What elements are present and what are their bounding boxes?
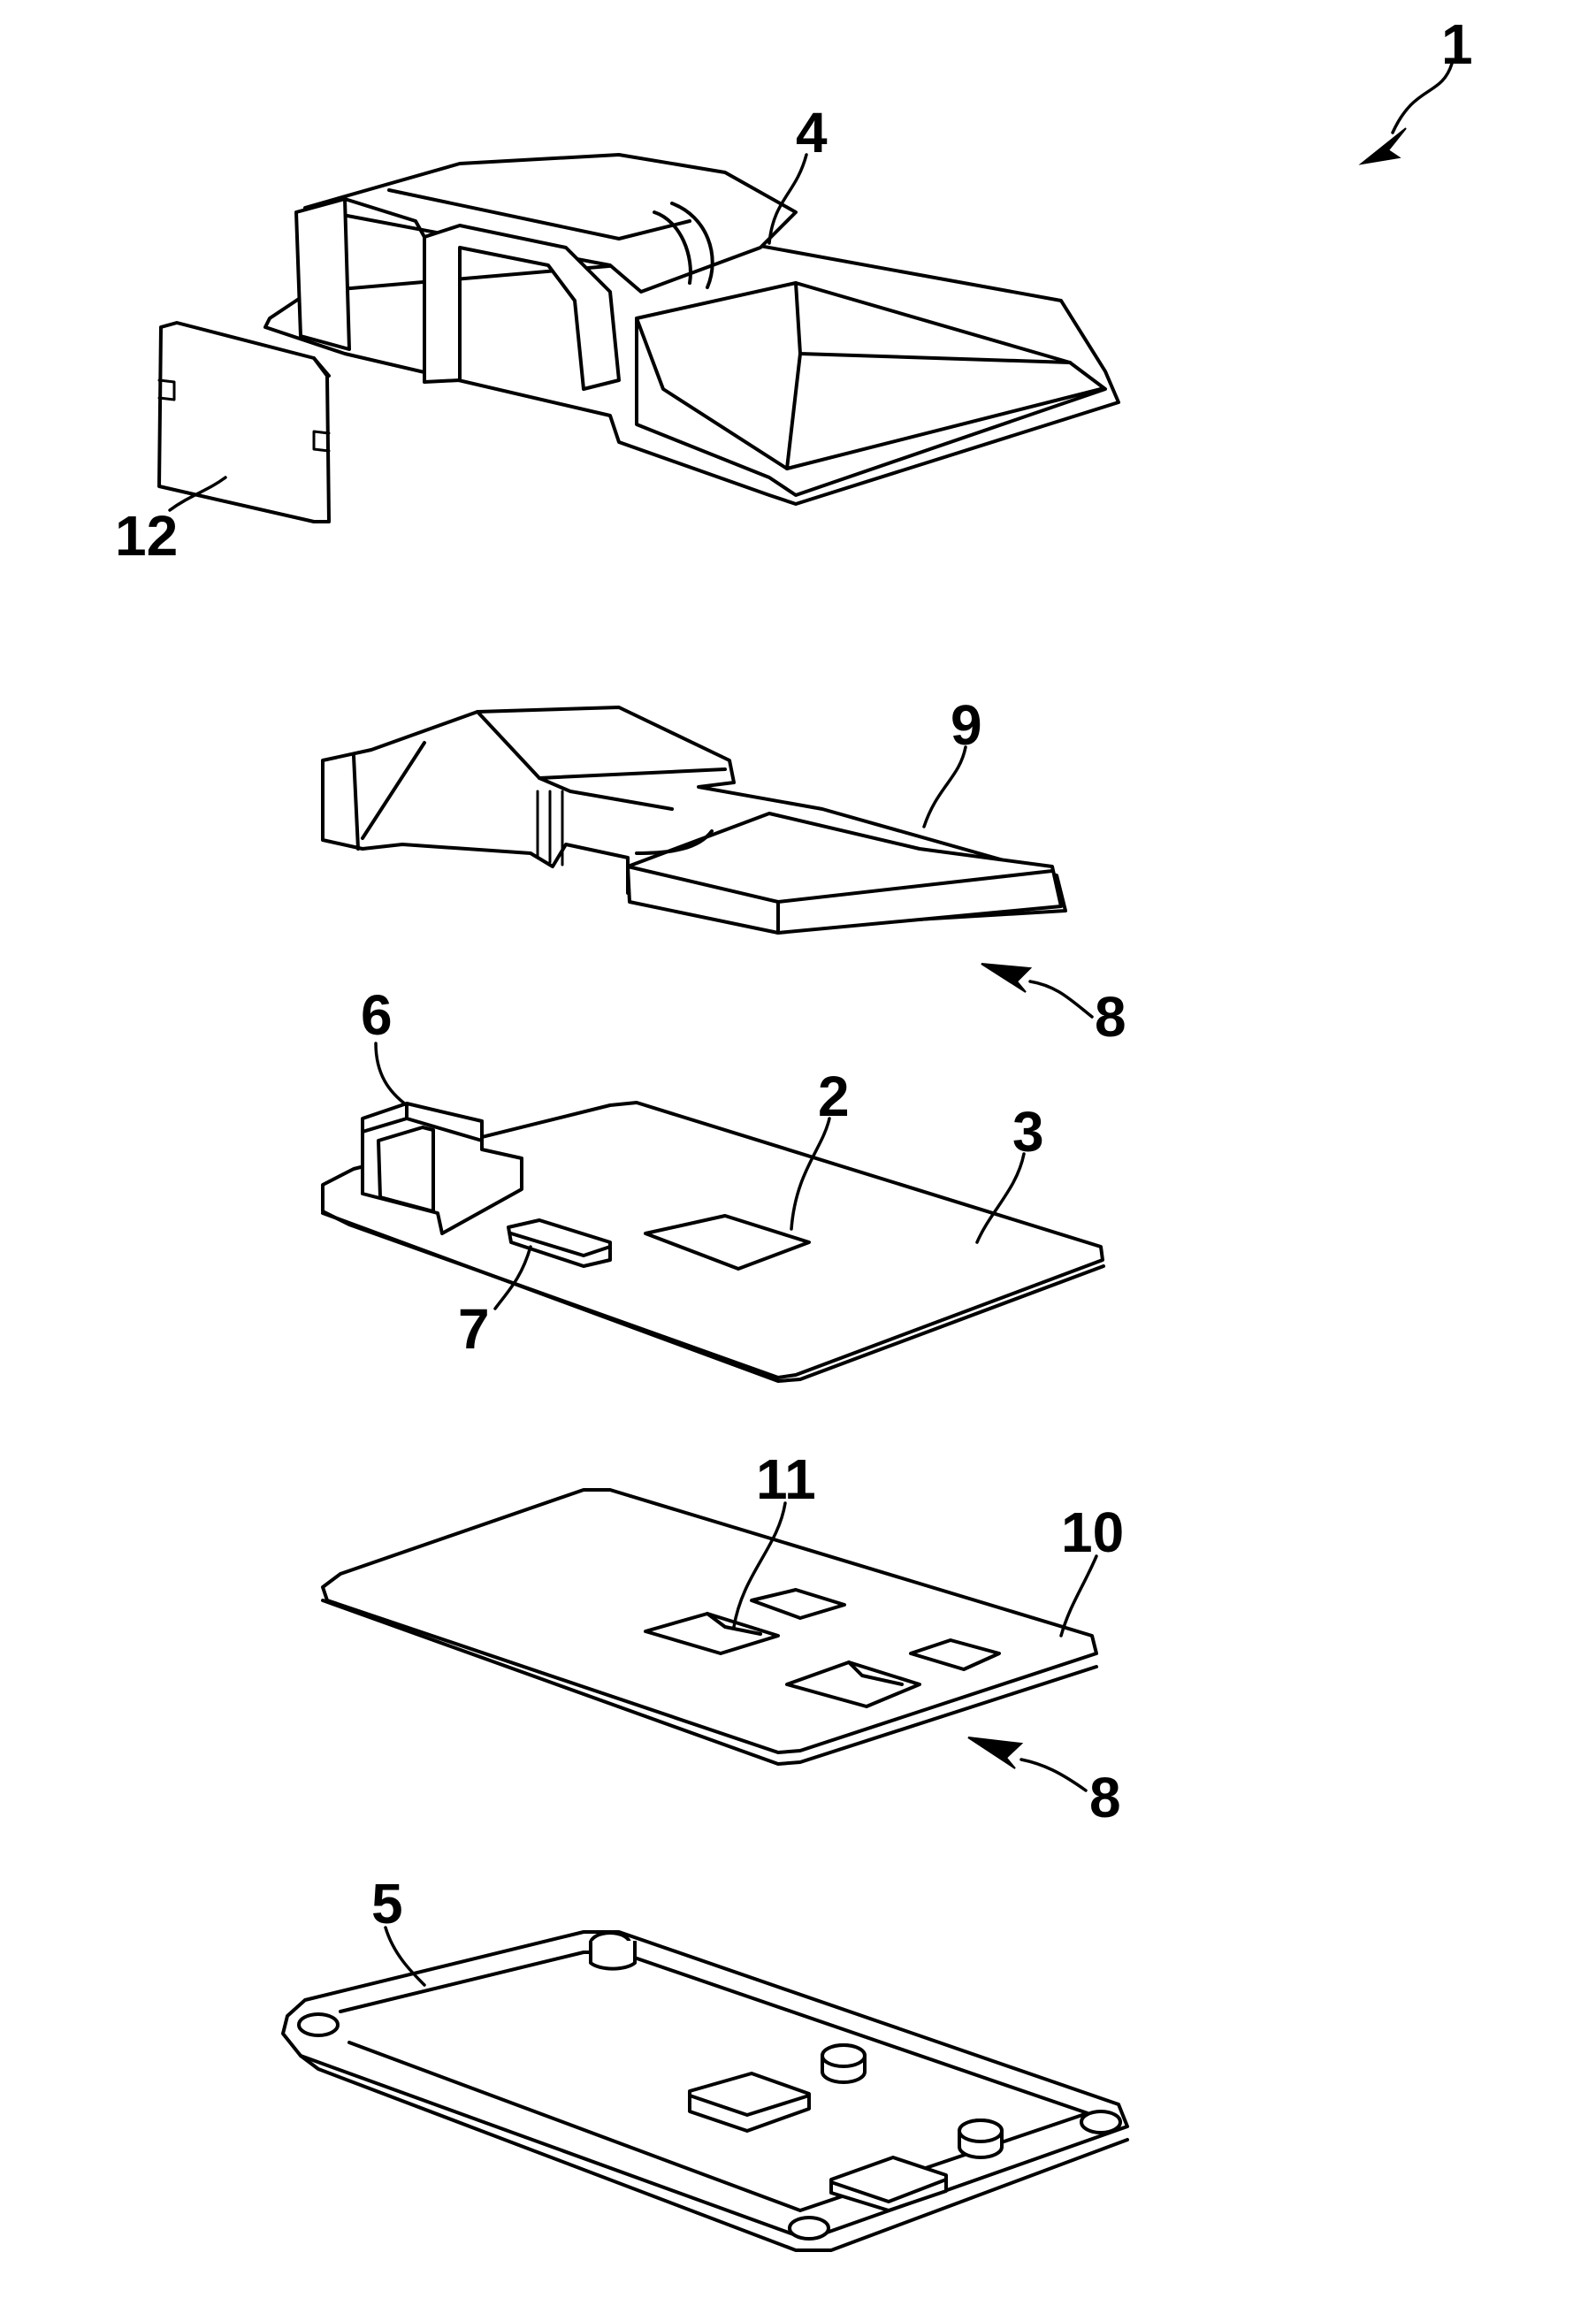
leader-8-upper — [1030, 981, 1092, 1017]
label-4: 4 — [796, 101, 828, 164]
circuit-board-part — [323, 1103, 1103, 1381]
label-1: 1 — [1441, 12, 1473, 76]
label-6: 6 — [361, 983, 393, 1047]
side-plate-part — [159, 323, 329, 522]
leader-10 — [1061, 1556, 1096, 1636]
label-10: 10 — [1061, 1500, 1124, 1564]
cover-part — [265, 155, 1119, 504]
leader-6 — [376, 1043, 407, 1105]
arrow-8-lower — [968, 1737, 1021, 1768]
label-2: 2 — [818, 1065, 850, 1128]
label-3: 3 — [1012, 1100, 1044, 1164]
arrow-8-upper — [981, 964, 1030, 992]
label-5: 5 — [371, 1872, 403, 1935]
board-part — [323, 1490, 1096, 1764]
label-8-lower: 8 — [1089, 1766, 1121, 1829]
label-8-upper: 8 — [1095, 985, 1126, 1049]
arrow-1 — [1362, 128, 1406, 164]
leader-8-lower — [1021, 1760, 1086, 1790]
leader-9 — [924, 747, 966, 827]
base-plate-part — [283, 1932, 1127, 2250]
label-12: 12 — [115, 504, 178, 568]
label-9: 9 — [951, 693, 982, 757]
label-7: 7 — [458, 1297, 490, 1361]
label-11: 11 — [756, 1447, 816, 1511]
